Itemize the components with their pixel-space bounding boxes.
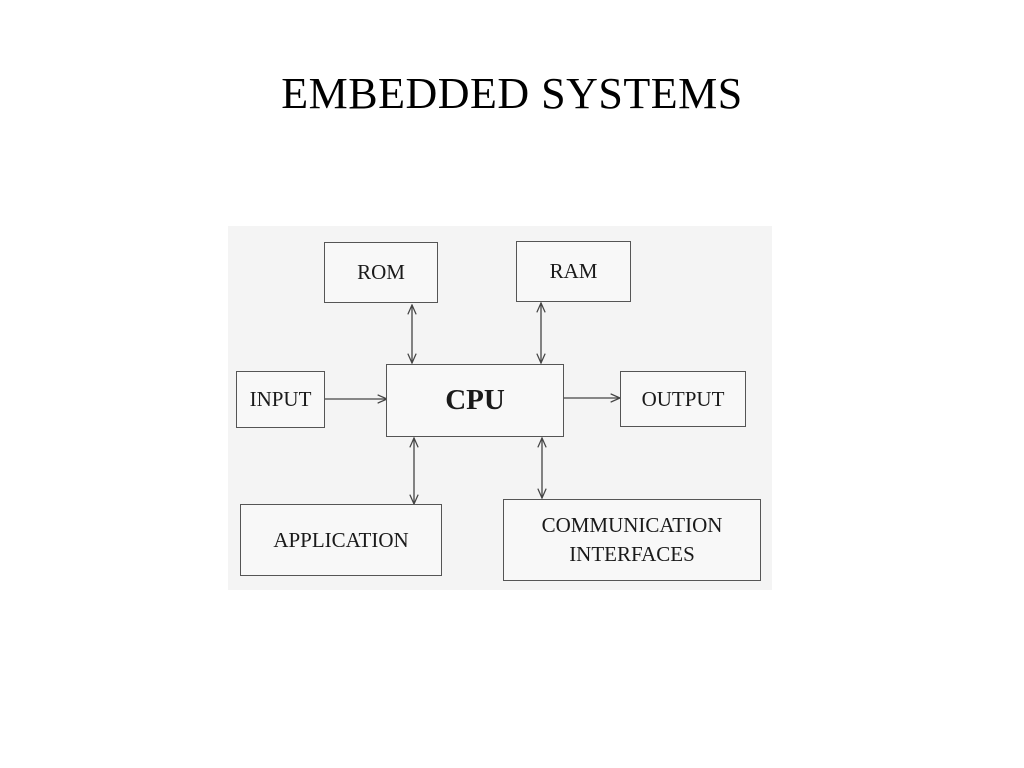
application-box: APPLICATION	[240, 504, 442, 576]
input-label: INPUT	[249, 387, 312, 411]
cpu-box: CPU	[386, 364, 564, 437]
communication-label-line1: COMMUNICATION	[541, 513, 723, 537]
rom-label: ROM	[357, 260, 405, 284]
ram-label: RAM	[549, 259, 598, 283]
communication-label-line2: INTERFACES	[569, 542, 695, 566]
communication-interfaces-box: COMMUNICATION INTERFACES	[503, 499, 761, 581]
application-label: APPLICATION	[273, 527, 409, 552]
input-box: INPUT	[236, 371, 325, 428]
output-box: OUTPUT	[620, 371, 746, 427]
rom-box: ROM	[324, 242, 438, 303]
cpu-label: CPU	[445, 384, 505, 416]
slide-title: EMBEDDED SYSTEMS	[281, 69, 743, 118]
ram-box: RAM	[516, 241, 631, 302]
output-label: OUTPUT	[641, 386, 725, 411]
